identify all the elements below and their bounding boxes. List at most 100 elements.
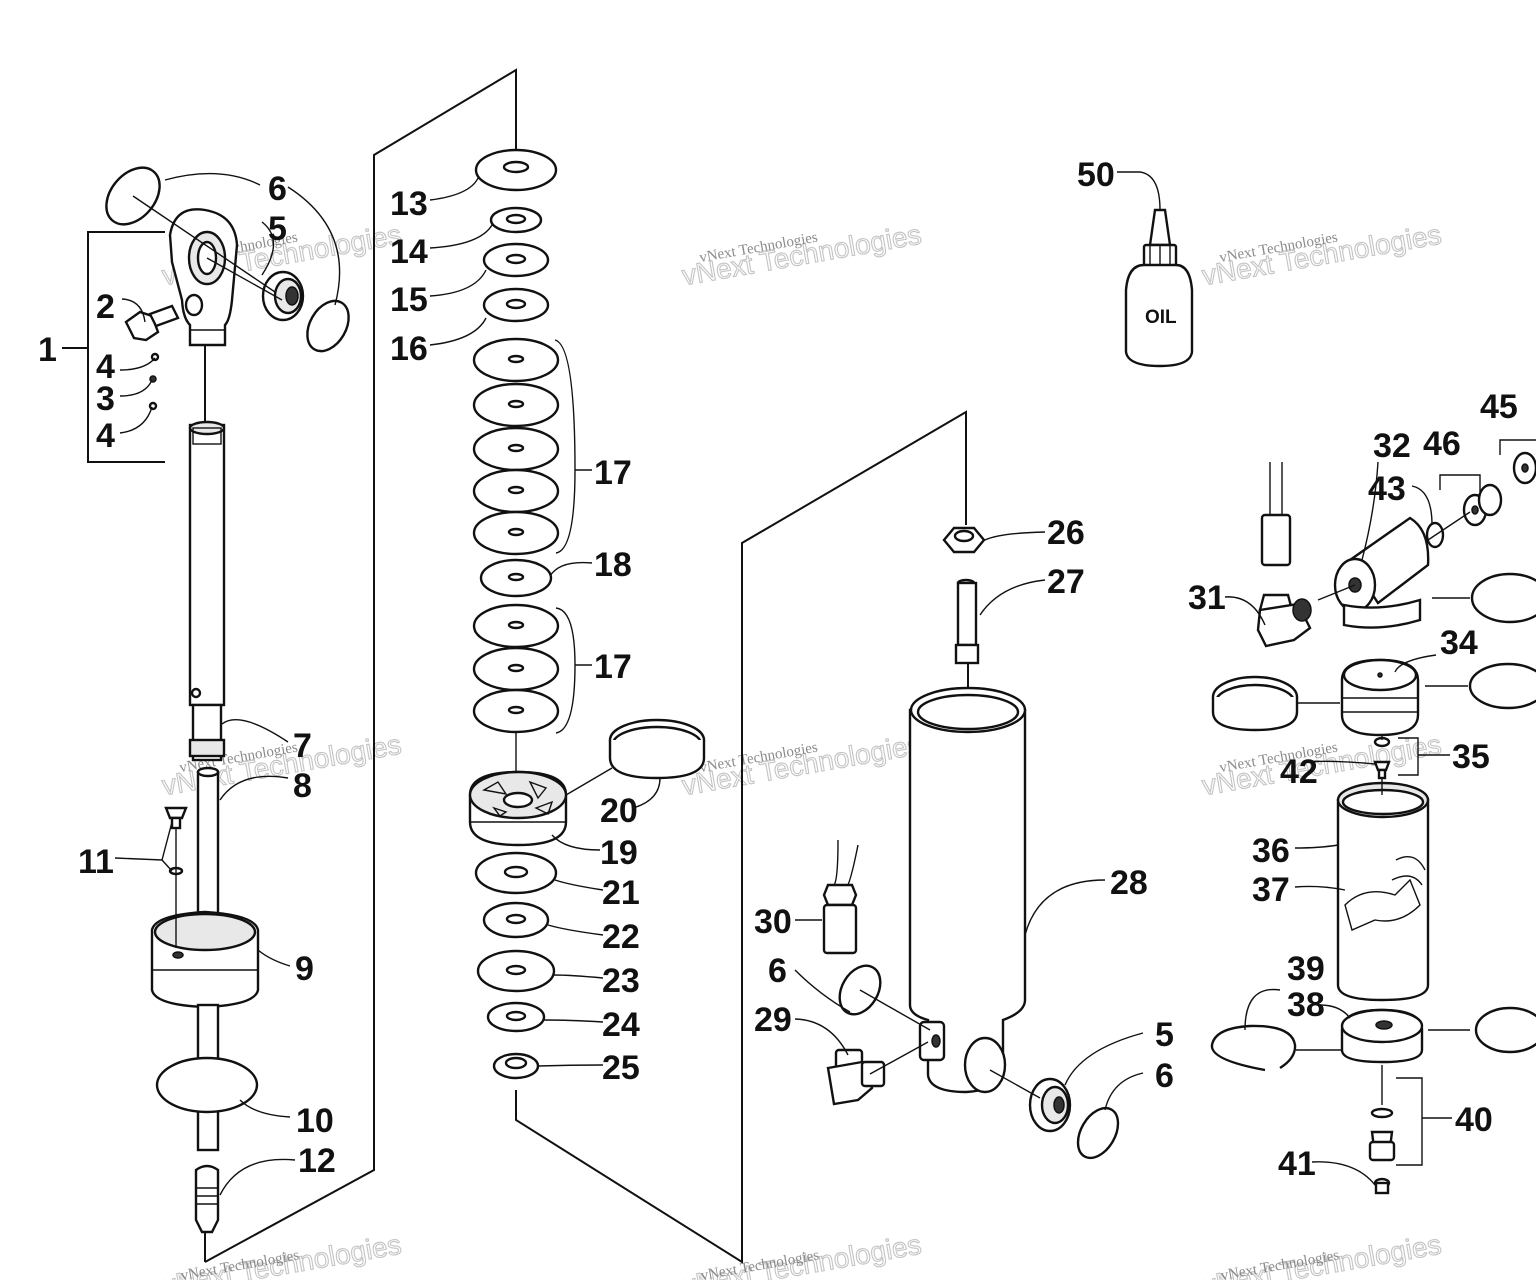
callout-3: 3 bbox=[96, 380, 115, 418]
o-ring bbox=[1468, 662, 1536, 710]
callout-21: 21 bbox=[602, 874, 640, 912]
washer-set-46 bbox=[1462, 483, 1503, 527]
callout-17: 17 bbox=[594, 454, 632, 492]
leaders-right bbox=[1224, 439, 1536, 1186]
callout-25: 25 bbox=[602, 1049, 640, 1087]
callout-50: 50 bbox=[1077, 156, 1115, 194]
shim-17 bbox=[472, 382, 560, 428]
leaders-middle bbox=[429, 177, 661, 1067]
o-ring bbox=[1470, 572, 1536, 624]
callout-4: 4 bbox=[96, 417, 115, 455]
callout-35: 35 bbox=[1452, 738, 1490, 776]
shock-body-28 bbox=[908, 686, 1027, 1094]
callout-12: 12 bbox=[298, 1142, 336, 1180]
piston-19 bbox=[468, 770, 568, 847]
lock-nut-26 bbox=[942, 526, 986, 554]
watermark: vNext Technologies vNext Technologies bbox=[1199, 1228, 1444, 1280]
watermark: vNext Technologies vNext Technologies bbox=[679, 218, 924, 292]
retaining-ring-39 bbox=[1210, 1024, 1297, 1072]
watermark: vNext Technologies vNext Technologies bbox=[679, 1228, 924, 1280]
callout-5: 5 bbox=[268, 210, 287, 248]
callout-41: 41 bbox=[1278, 1145, 1316, 1183]
elbow-fitting-29 bbox=[826, 1048, 886, 1106]
watermark: vNext Technologies vNext Technologies bbox=[159, 1228, 404, 1280]
cap-41 bbox=[1373, 1177, 1391, 1195]
callout-6: 6 bbox=[268, 170, 287, 208]
bleed-screw-2 bbox=[124, 304, 180, 342]
leader-50 bbox=[1117, 171, 1161, 211]
o-ring bbox=[1474, 1006, 1536, 1054]
callout-6: 6 bbox=[1155, 1057, 1174, 1095]
callout-1: 1 bbox=[38, 331, 57, 369]
shim-21 bbox=[474, 851, 558, 895]
assembly-outline bbox=[62, 68, 969, 1264]
callout-23: 23 bbox=[602, 962, 640, 1000]
callout-11: 11 bbox=[78, 843, 114, 881]
callout-38: 38 bbox=[1287, 986, 1325, 1024]
shaft bbox=[188, 420, 226, 762]
shim-17 bbox=[472, 426, 560, 472]
callout-45: 45 bbox=[1480, 388, 1518, 426]
callout-4: 4 bbox=[96, 348, 115, 386]
shim-stack bbox=[468, 148, 706, 1080]
callout-13: 13 bbox=[390, 185, 428, 223]
callout-37: 37 bbox=[1252, 871, 1290, 909]
spherical-bearing-5 bbox=[261, 270, 305, 322]
watermark: vNext Technologies vNext Technologies bbox=[679, 728, 924, 802]
spherical-bearing-5 bbox=[1028, 1077, 1072, 1133]
callout-39: 39 bbox=[1287, 950, 1325, 988]
watermark: vNext Technologies vNext Technologies bbox=[1199, 218, 1444, 292]
callout-16: 16 bbox=[390, 330, 428, 368]
reservoir-body-36 bbox=[1336, 781, 1430, 1002]
callout-29: 29 bbox=[754, 1001, 792, 1039]
callout-19: 19 bbox=[600, 834, 638, 872]
washer-24 bbox=[486, 1001, 546, 1033]
valve-core-40 bbox=[1368, 1130, 1396, 1162]
callout-7: 7 bbox=[293, 727, 312, 765]
hose-30 bbox=[822, 839, 859, 955]
washer-13 bbox=[474, 148, 558, 192]
shim-17 bbox=[472, 603, 560, 649]
flat-screw-11 bbox=[164, 806, 188, 948]
shim-22 bbox=[482, 901, 550, 939]
callout-36: 36 bbox=[1252, 832, 1290, 870]
callout-18: 18 bbox=[594, 546, 632, 584]
washer-16 bbox=[482, 287, 550, 323]
callout-34: 34 bbox=[1440, 624, 1478, 662]
washer-set-45 bbox=[1512, 451, 1536, 485]
callout-32: 32 bbox=[1373, 427, 1411, 465]
callout-17: 17 bbox=[594, 648, 632, 686]
callout-26: 26 bbox=[1047, 514, 1085, 552]
nut-25 bbox=[492, 1052, 540, 1080]
callout-8: 8 bbox=[293, 767, 312, 805]
callout-28: 28 bbox=[1110, 864, 1148, 902]
shim-17 bbox=[472, 646, 560, 692]
leaders-center bbox=[794, 531, 1144, 1111]
washer-4 bbox=[148, 401, 158, 411]
callout-31: 31 bbox=[1188, 579, 1226, 617]
callout-10: 10 bbox=[296, 1102, 334, 1140]
callout-5: 5 bbox=[1155, 1016, 1174, 1054]
washer-14 bbox=[489, 206, 543, 234]
callout-6: 6 bbox=[768, 952, 787, 990]
oil-bottle-50: OIL bbox=[1124, 208, 1194, 368]
callout-27: 27 bbox=[1047, 563, 1085, 601]
seal-10 bbox=[155, 1056, 259, 1114]
reservoir-cap-32 bbox=[1333, 516, 1430, 629]
callout-30: 30 bbox=[754, 903, 792, 941]
valve-12 bbox=[194, 1164, 220, 1234]
shim-18 bbox=[479, 558, 553, 598]
bumper-body-9 bbox=[150, 910, 260, 1152]
spacer-27 bbox=[954, 578, 980, 665]
o-ring-6 bbox=[1076, 1106, 1120, 1160]
callout-22: 22 bbox=[602, 918, 640, 956]
callout-20: 20 bbox=[600, 792, 638, 830]
washer-40 bbox=[1370, 1107, 1394, 1119]
leaders-left bbox=[114, 172, 341, 1196]
shim-17 bbox=[472, 510, 560, 556]
callout-42: 42 bbox=[1280, 753, 1318, 791]
o-ring-6 bbox=[306, 299, 350, 353]
callout-14: 14 bbox=[390, 233, 428, 271]
